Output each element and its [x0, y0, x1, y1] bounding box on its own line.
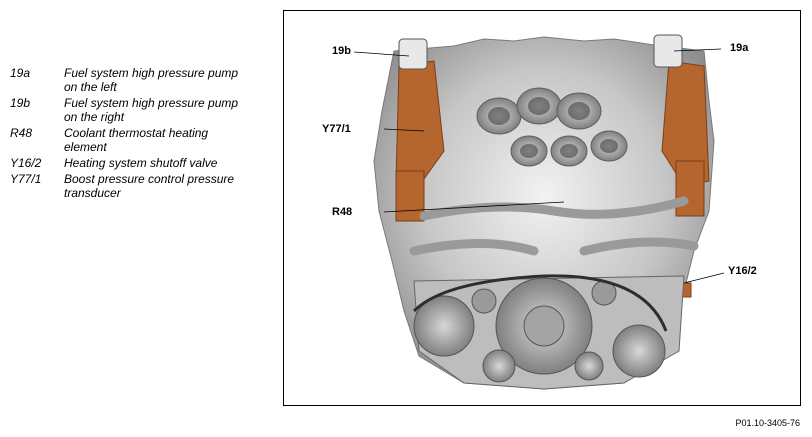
legend-row: Y16/2 Heating system shutoff valve — [10, 156, 270, 170]
legend: 19a Fuel system high pressure pump on th… — [10, 66, 270, 202]
legend-code: Y16/2 — [10, 156, 42, 170]
legend-desc: Fuel system high pressure pump on the ri… — [64, 96, 239, 124]
legend-row: 19a Fuel system high pressure pump on th… — [10, 66, 270, 94]
leader-Y16 — [683, 272, 725, 284]
callout-R48: R48 — [332, 206, 353, 218]
callout-19b: 19b — [332, 45, 351, 57]
pulley — [574, 351, 604, 381]
leader-19a — [673, 48, 722, 52]
figure-reference: P01.10-3405-76 — [735, 418, 800, 428]
pulley — [471, 288, 497, 314]
legend-code: 19a — [10, 66, 31, 80]
legend-row: R48 Coolant thermostat heating element — [10, 126, 270, 154]
pipe — [409, 239, 539, 256]
legend-row: 19b Fuel system high pressure pump on th… — [10, 96, 270, 124]
legend-code: R48 — [10, 126, 33, 140]
legend-code: Y77/1 — [10, 172, 42, 186]
pipe — [419, 196, 689, 221]
pulley — [612, 324, 666, 378]
engine-figure-frame: 19b 19a Y77/1 R48 Y16/2 — [283, 10, 801, 406]
manifold-right — [675, 160, 705, 217]
engine-illustration — [353, 34, 725, 390]
callout-Y77-1: Y77/1 — [322, 123, 351, 135]
drive-belt — [412, 274, 668, 332]
manifold-left — [395, 170, 425, 222]
high-pressure-pump-right — [398, 38, 428, 70]
leader-19b — [353, 51, 410, 57]
pipe — [579, 237, 699, 256]
callout-19a: 19a — [730, 42, 749, 54]
legend-desc: Boost pressure control pressure transduc… — [64, 172, 235, 200]
heat-shield-left — [395, 60, 445, 187]
legend-desc: Heating system shutoff valve — [64, 156, 218, 170]
callout-Y16-2: Y16/2 — [728, 265, 757, 277]
pulley — [413, 295, 475, 357]
pulley — [482, 349, 516, 383]
legend-desc: Coolant thermostat heating element — [64, 126, 209, 154]
leader-Y77 — [383, 128, 425, 132]
legend-code: 19b — [10, 96, 31, 110]
legend-row: Y77/1 Boost pressure control pressure tr… — [10, 172, 270, 200]
leader-R48 — [383, 201, 565, 213]
legend-desc: Fuel system high pressure pump on the le… — [64, 66, 239, 94]
